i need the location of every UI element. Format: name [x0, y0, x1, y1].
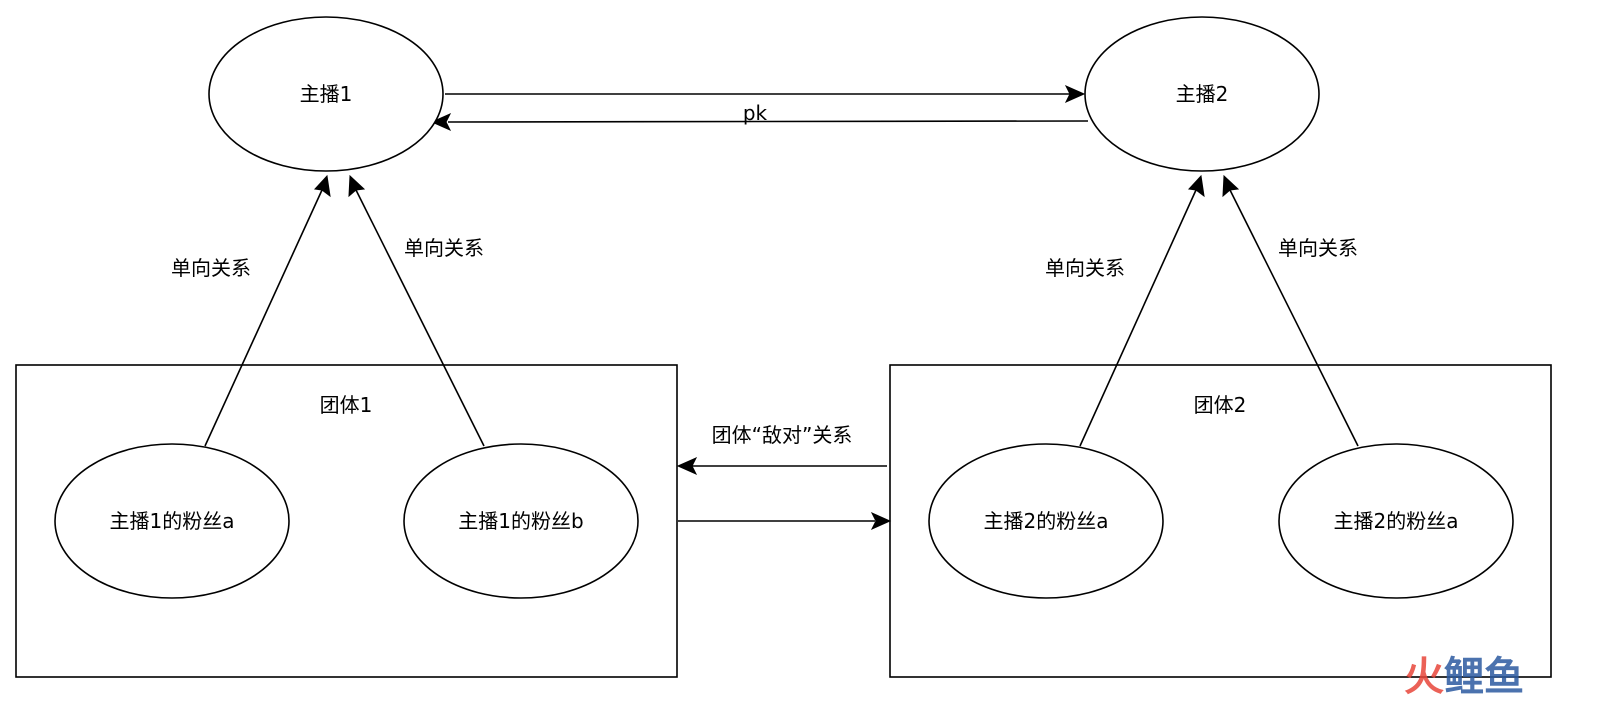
fan2b-node: [1278, 443, 1514, 599]
anchor1-node: [208, 16, 444, 172]
fan1b-to-anchor1-arrowhead: [348, 174, 366, 198]
fan2b-label: 主播2的粉丝a: [1334, 509, 1459, 533]
fan2a-to-anchor2-arrowhead: [1187, 174, 1205, 198]
fan1b-node: [403, 443, 639, 599]
fan1b-edge-label: 单向关系: [404, 236, 484, 260]
fan2a-to-anchor2-edge: [1079, 189, 1197, 447]
fan1a-to-anchor1-arrowhead: [313, 174, 331, 198]
group1-to-group2-arrowhead: [870, 511, 892, 531]
fan1b-label: 主播1的粉丝b: [458, 509, 583, 533]
fan2a-edge-label: 单向关系: [1045, 256, 1125, 280]
group2-label: 团体2: [1194, 393, 1247, 417]
watermark-red-char: 火: [1404, 654, 1444, 700]
group-hostile-label: 团体“敌对”关系: [712, 423, 853, 447]
fan1a-edge-label: 单向关系: [171, 256, 251, 280]
fan1a-to-anchor1-edge: [204, 189, 323, 447]
fan2b-to-anchor2-edge: [1229, 189, 1359, 447]
group1-label: 团体1: [320, 393, 373, 417]
fan1a-node: [54, 443, 290, 599]
fan1b-to-anchor1-edge: [355, 189, 485, 447]
pk-edge-back: [447, 120, 1089, 123]
fan2b-edge-label: 单向关系: [1278, 236, 1358, 260]
fan1a-label: 主播1的粉丝a: [110, 509, 235, 533]
fan2b-to-anchor2-arrowhead: [1222, 174, 1240, 198]
watermark-rest-chars: 鲤鱼: [1444, 654, 1524, 700]
watermark-logo: 火鲤鱼: [1404, 654, 1524, 700]
anchor2-label: 主播2: [1176, 82, 1229, 106]
anchor1-label: 主播1: [300, 82, 353, 106]
anchor2-node: [1084, 16, 1320, 172]
group2-to-group1-arrowhead: [676, 456, 698, 476]
pk-label: pk: [743, 101, 768, 125]
pk-forward-arrowhead: [1064, 84, 1086, 104]
pk-back-arrowhead: [430, 112, 452, 132]
fan2a-label: 主播2的粉丝a: [984, 509, 1109, 533]
fan2a-node: [928, 443, 1164, 599]
